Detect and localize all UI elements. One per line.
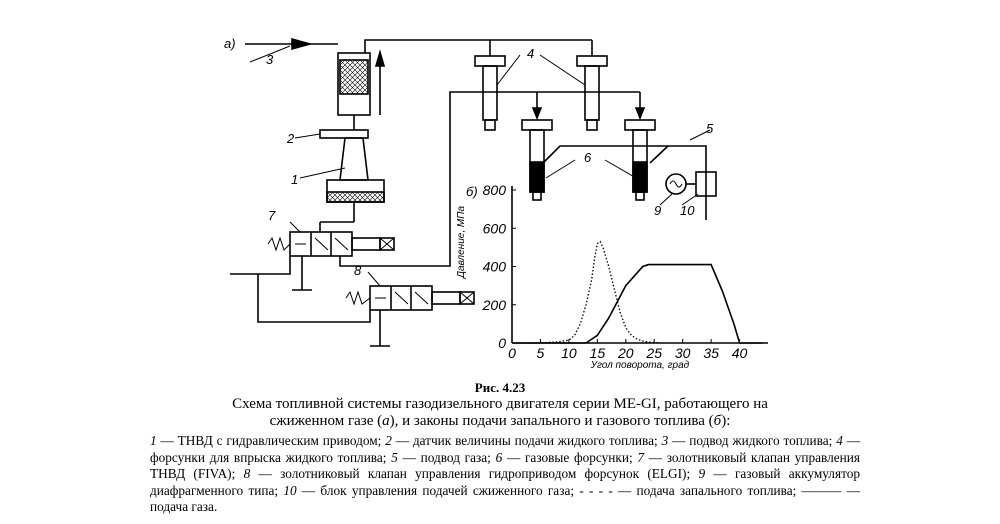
label-part-a: а) bbox=[224, 36, 236, 51]
gas-injector-6-right bbox=[624, 119, 656, 131]
figure-caption: Рис. 4.23 Схема топливной системы газоди… bbox=[140, 380, 860, 430]
caption-line-2c: ), и законы подачи запального и газового… bbox=[389, 413, 714, 429]
x-tick-label: 10 bbox=[561, 345, 577, 361]
y-tick-label: 800 bbox=[483, 182, 507, 198]
x-tick-label: 5 bbox=[537, 345, 545, 361]
x-tick-label: 40 bbox=[732, 345, 748, 361]
legend-item: 6 — газовые форсунки; bbox=[495, 449, 638, 465]
label-part-b: б) bbox=[466, 184, 478, 199]
y-tick-label: 600 bbox=[483, 220, 507, 236]
figure-number: Рис. 4.23 bbox=[474, 380, 526, 395]
control-unit-10 bbox=[695, 171, 717, 197]
legend-item: 10 — блок управления подачей сжиженного … bbox=[150, 482, 860, 515]
pump-chamber bbox=[339, 59, 369, 95]
legend-item: 1 — ТНВД с гидравлическим приводом; bbox=[150, 433, 386, 448]
caption-line-2e: ): bbox=[721, 413, 731, 429]
caption-line-2a: сжиженном газе ( bbox=[269, 413, 383, 429]
x-tick-label: 20 bbox=[617, 345, 634, 361]
label-3: 3 bbox=[266, 52, 274, 67]
schematic-diagram bbox=[230, 37, 717, 347]
legend-item: 9 — газовый аккумулятор диафрагменного т… bbox=[150, 466, 860, 498]
legend-item: 8 — золотниковый клапан управления гидро… bbox=[243, 466, 699, 482]
fuel-system-figure: а) 3 2 1 7 8 4 6 5 9 10 б) Давление, МПа… bbox=[224, 36, 768, 371]
label-5: 5 bbox=[706, 121, 714, 136]
x-tick-label: 15 bbox=[590, 345, 606, 361]
injector-4-left bbox=[474, 55, 506, 67]
label-2: 2 bbox=[286, 131, 295, 146]
label-4: 4 bbox=[527, 46, 534, 61]
chart-series bbox=[512, 240, 763, 344]
pump-plunger bbox=[339, 137, 369, 181]
y-tick-label: 0 bbox=[498, 335, 506, 351]
label-7: 7 bbox=[268, 208, 276, 223]
y-tick-label: 400 bbox=[483, 259, 507, 275]
legend-item: 3 — подвод жидкого топлива; bbox=[661, 433, 837, 448]
caption-text: Схема топливной системы газодизельного д… bbox=[140, 396, 860, 430]
label-8: 8 bbox=[354, 263, 362, 278]
injector-4-right bbox=[576, 55, 608, 67]
legend-item: 7 — золотниковый клапан управления ТНВД … bbox=[150, 449, 860, 482]
label-6: 6 bbox=[584, 150, 592, 165]
legend-item: 4 — форсунки для впрыска жидкого топлива… bbox=[150, 433, 861, 465]
series-gas-line bbox=[512, 263, 763, 344]
caption-line-2b: а bbox=[382, 413, 390, 429]
x-tick-label: 30 bbox=[675, 345, 691, 361]
caption-line-1: Схема топливной системы газодизельного д… bbox=[232, 396, 768, 412]
label-10: 10 bbox=[680, 203, 695, 218]
y-axis-title: Давление, МПа bbox=[456, 206, 467, 279]
x-axis-title: Угол поворота, град bbox=[590, 360, 690, 371]
x-tick-label: 35 bbox=[703, 345, 719, 361]
series-pilot-fuel-line bbox=[534, 240, 660, 344]
legend-item: 2 — датчик величины подачи жидкого топли… bbox=[385, 433, 662, 448]
y-tick-label: 200 bbox=[482, 297, 507, 313]
label-9: 9 bbox=[654, 203, 661, 218]
legend-item: 5 — подвод газа; bbox=[391, 449, 496, 465]
caption-line-2d: б bbox=[713, 413, 722, 429]
x-tick-label: 0 bbox=[508, 345, 516, 361]
figure-legend: 1 — ТНВД с гидравлическим приводом; 2 — … bbox=[150, 433, 860, 516]
gas-injector-6-left bbox=[521, 119, 553, 131]
label-1: 1 bbox=[291, 172, 298, 187]
sensor-2 bbox=[319, 129, 369, 139]
x-tick-label: 25 bbox=[645, 345, 662, 361]
